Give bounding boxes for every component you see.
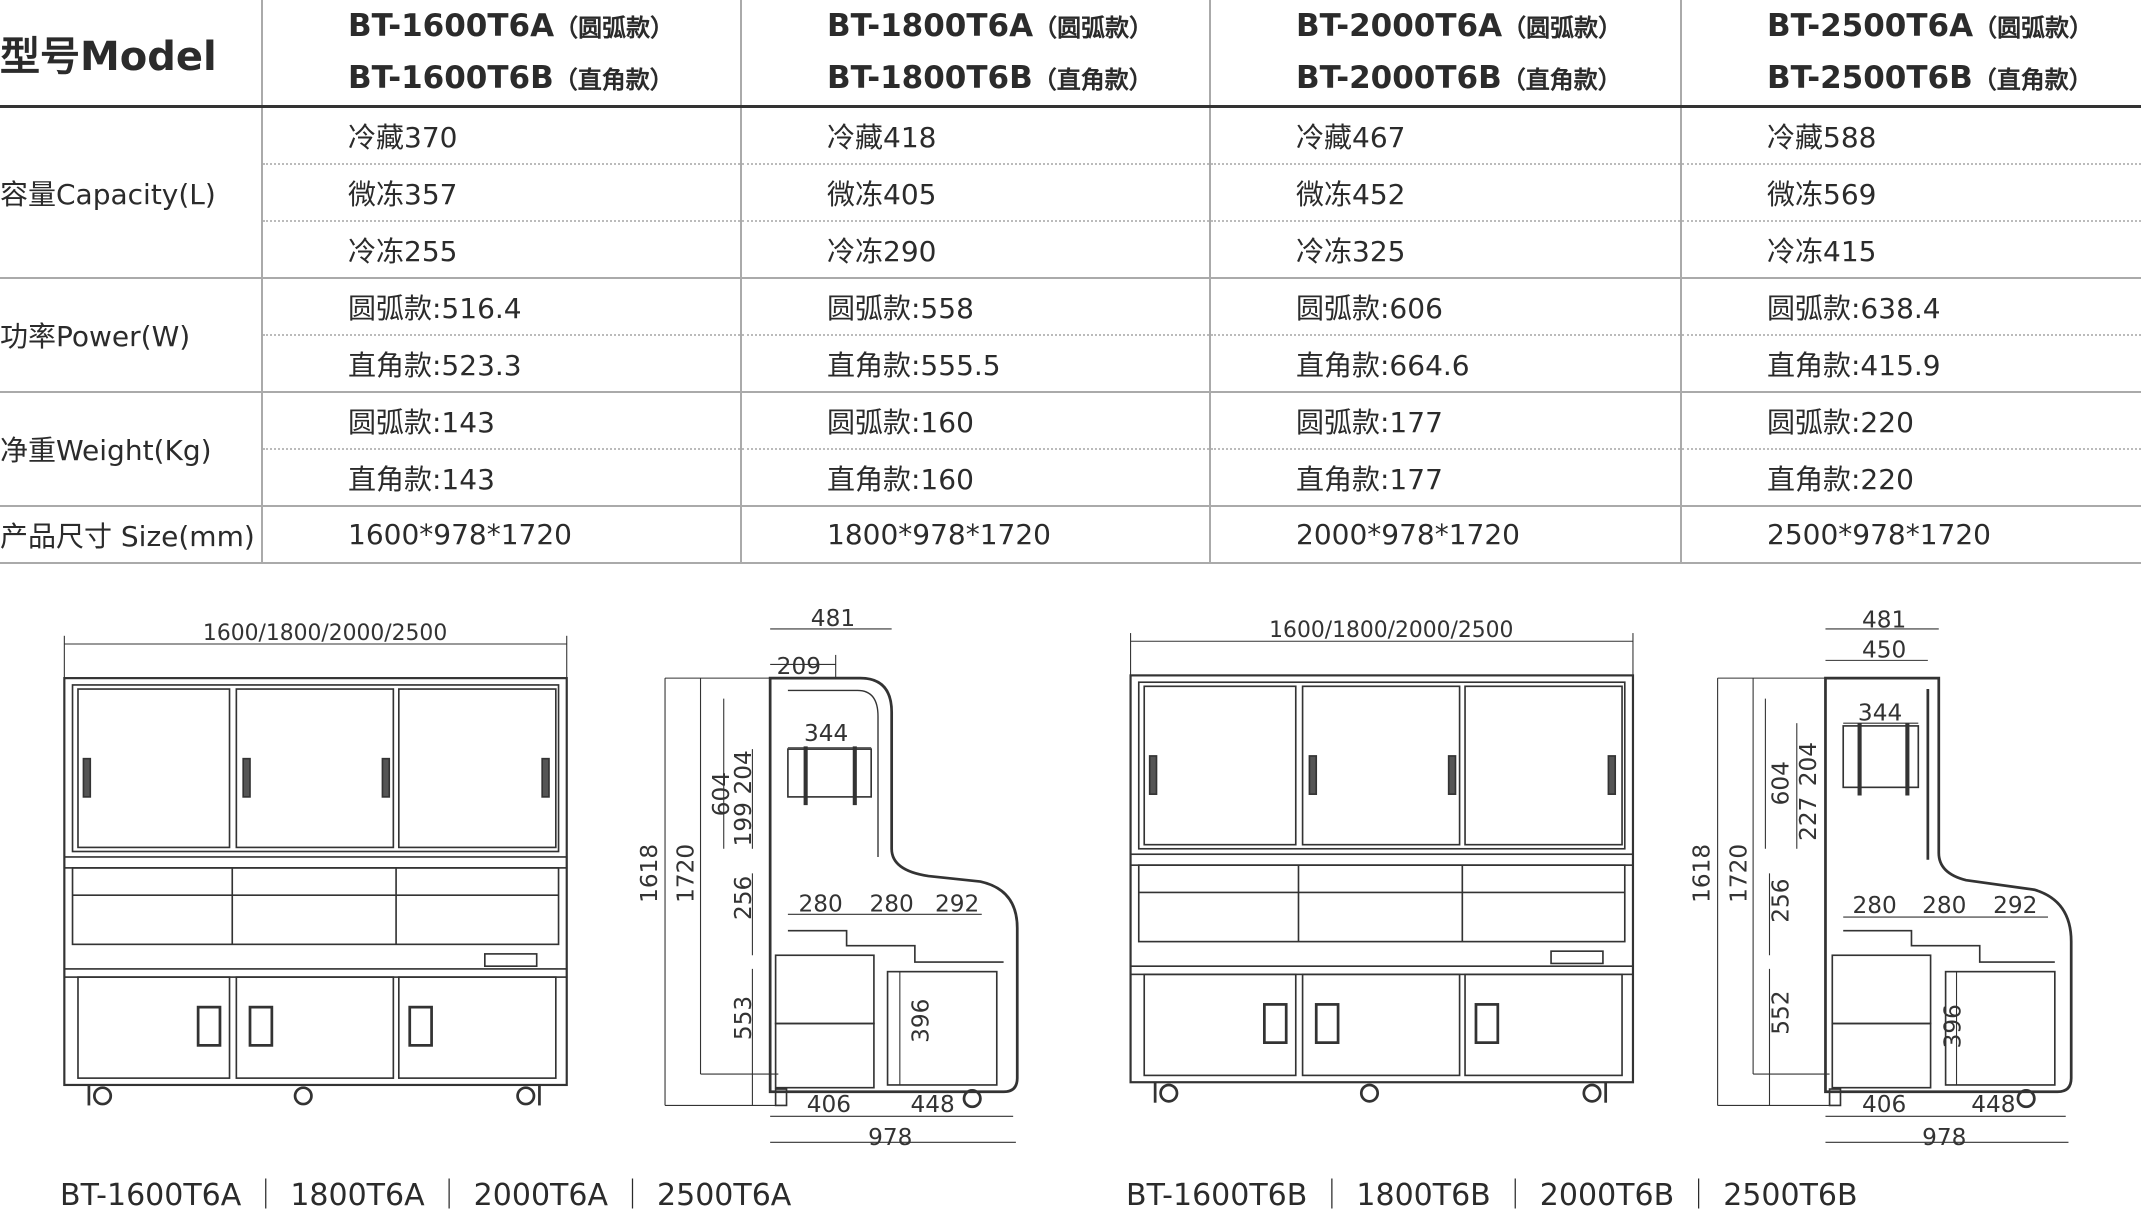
table-cell: 直角款:220 <box>1680 449 2141 507</box>
model-label: 型号Model <box>0 0 262 108</box>
dim-406: 406 <box>1862 1091 1906 1118</box>
dim-406: 406 <box>807 1091 851 1118</box>
power-label: 功率Power(W) <box>0 278 263 393</box>
dim-481: 481 <box>811 605 855 632</box>
table-cell: 圆弧款:177 <box>1209 392 1681 450</box>
dim-552: 552 <box>1768 990 1795 1034</box>
front-width-dimension: 1600/1800/2000/2500 <box>1269 618 1513 643</box>
table-cell: 直角款:523.3 <box>261 335 741 393</box>
table-cell: 1600*978*1720 <box>261 506 741 564</box>
table-cell: 冷藏418 <box>740 106 1210 165</box>
size-label: 产品尺寸 Size(mm) <box>0 506 263 564</box>
table-cell: 微冻452 <box>1209 164 1681 222</box>
dim-448: 448 <box>1971 1091 2015 1118</box>
table-row-weight: 直角款:143 直角款:160 直角款:177 直角款:220 <box>0 449 2141 507</box>
dim-256: 256 <box>1768 879 1795 923</box>
table-row-size: 产品尺寸 Size(mm) 1600*978*1720 1800*978*172… <box>0 506 2141 564</box>
table-cell: 直角款:664.6 <box>1209 335 1681 393</box>
dim-448: 448 <box>910 1091 954 1118</box>
table-cell: 冷冻325 <box>1209 221 1681 279</box>
table-cell: 冷冻290 <box>740 221 1210 279</box>
table-cell: 圆弧款:606 <box>1209 278 1681 336</box>
dim-450: 450 <box>1862 637 1906 664</box>
table-cell: 冷藏588 <box>1680 106 2141 165</box>
dim-604: 604 <box>1768 761 1795 805</box>
table-cell: 微冻569 <box>1680 164 2141 222</box>
front-view-drawing-b: 1600/1800/2000/2500 <box>1129 618 1635 1103</box>
dim-344: 344 <box>804 720 848 747</box>
table-row-power: 功率Power(W) 圆弧款:516.4 圆弧款:558 圆弧款:606 圆弧款… <box>0 278 2141 393</box>
table-cell: 圆弧款:160 <box>740 392 1210 450</box>
dim-280: 280 <box>1852 892 1896 919</box>
table-row-capacity: 冷冻255 冷冻290 冷冻325 冷冻415 <box>0 221 2141 279</box>
dim-396: 396 <box>1940 1004 1967 1048</box>
dim-280: 280 <box>870 891 914 918</box>
dim-227: 227 <box>1795 797 1822 841</box>
technical-drawings: 1600/1800/2000/2500 <box>63 605 2073 1151</box>
caption-square-models: BT-1600T6B ｜ 1800T6B ｜ 2000T6B ｜ 2500T6B <box>1126 1178 1858 1213</box>
table-cell: 圆弧款:638.4 <box>1680 278 2141 336</box>
dim-978: 978 <box>1922 1124 1966 1151</box>
dim-1720: 1720 <box>1725 844 1752 903</box>
table-cell: 2500*978*1720 <box>1680 506 2141 564</box>
dim-978: 978 <box>868 1124 912 1151</box>
front-view-drawing: 1600/1800/2000/2500 <box>63 621 568 1106</box>
table-cell: 圆弧款:143 <box>261 392 741 450</box>
side-view-square-drawing: 481 450 344 280 280 292 406 448 978 1618… <box>1688 607 2073 1151</box>
header-row: 型号Model BT-1600T6A（圆弧款）BT-1600T6B（直角款） B… <box>0 0 2141 108</box>
side-view-arc-drawing: 481 209 344 280 280 292 406 448 978 1618… <box>636 605 1019 1151</box>
dim-280: 280 <box>1922 892 1966 919</box>
table-cell: 圆弧款:516.4 <box>261 278 741 336</box>
dim-553: 553 <box>730 996 757 1040</box>
table-row-capacity: 容量Capacity(L) 冷藏370 冷藏418 冷藏467 冷藏588 <box>0 106 2141 279</box>
caption-arc-models: BT-1600T6A ｜ 1800T6A ｜ 2000T6A ｜ 2500T6A <box>60 1178 792 1213</box>
dim-209: 209 <box>777 653 821 680</box>
table-cell: 冷冻255 <box>261 221 741 279</box>
dim-292: 292 <box>935 891 979 918</box>
table-row-weight: 净重Weight(Kg) 圆弧款:143 圆弧款:160 圆弧款:177 圆弧款… <box>0 392 2141 507</box>
table-row-capacity: 微冻357 微冻405 微冻452 微冻569 <box>0 164 2141 222</box>
table-cell: 2000*978*1720 <box>1209 506 1681 564</box>
table-cell: 直角款:143 <box>261 449 741 507</box>
table-cell: 冷冻415 <box>1680 221 2141 279</box>
dim-481: 481 <box>1862 607 1906 634</box>
dim-204: 204 <box>1795 742 1822 786</box>
table-row-power: 直角款:523.3 直角款:555.5 直角款:664.6 直角款:415.9 <box>0 335 2141 393</box>
dim-1618: 1618 <box>636 844 663 903</box>
dim-280: 280 <box>799 891 843 918</box>
model-header-1600: BT-1600T6A（圆弧款）BT-1600T6B（直角款） <box>261 0 741 108</box>
model-header-2500: BT-2500T6A（圆弧款）BT-2500T6B（直角款） <box>1680 0 2141 108</box>
dim-256: 256 <box>730 876 757 920</box>
table-cell: 直角款:177 <box>1209 449 1681 507</box>
spec-table: 型号Model BT-1600T6A（圆弧款）BT-1600T6B（直角款） B… <box>0 0 2141 564</box>
front-width-dimension: 1600/1800/2000/2500 <box>203 621 447 646</box>
table-cell: 冷藏370 <box>261 106 741 165</box>
dim-199: 199 <box>730 802 757 846</box>
model-header-2000: BT-2000T6A（圆弧款）BT-2000T6B（直角款） <box>1209 0 1681 108</box>
table-cell: 冷藏467 <box>1209 106 1681 165</box>
table-cell: 圆弧款:558 <box>740 278 1210 336</box>
table-cell: 直角款:555.5 <box>740 335 1210 393</box>
dim-292: 292 <box>1993 892 2037 919</box>
table-cell: 圆弧款:220 <box>1680 392 2141 450</box>
table-cell: 微冻357 <box>261 164 741 222</box>
dim-604: 604 <box>708 772 735 816</box>
dim-396: 396 <box>908 999 935 1043</box>
table-cell: 直角款:415.9 <box>1680 335 2141 393</box>
table-cell: 直角款:160 <box>740 449 1210 507</box>
table-cell: 1800*978*1720 <box>740 506 1210 564</box>
capacity-label: 容量Capacity(L) <box>0 106 263 279</box>
dim-344: 344 <box>1858 699 1902 726</box>
dim-1618: 1618 <box>1688 844 1715 903</box>
weight-label: 净重Weight(Kg) <box>0 392 263 507</box>
model-header-1800: BT-1800T6A（圆弧款）BT-1800T6B（直角款） <box>740 0 1210 108</box>
table-cell: 微冻405 <box>740 164 1210 222</box>
dim-204: 204 <box>730 750 757 794</box>
dim-1720: 1720 <box>673 844 700 903</box>
